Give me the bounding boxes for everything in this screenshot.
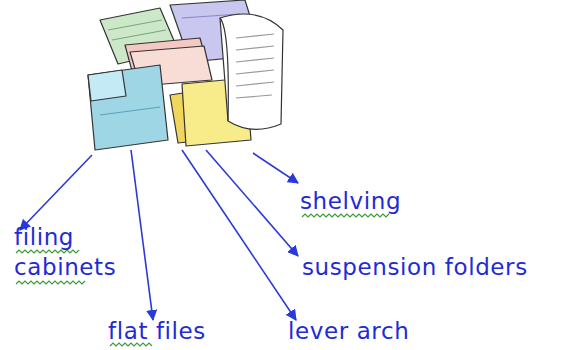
item-label: flat files [108,316,268,346]
leader-arrow [206,150,298,256]
item-label: filing cabinets [14,222,109,282]
leader-arrow [20,155,92,230]
item-label: shelving [300,186,500,216]
paper-pile [88,0,283,150]
item-label: lever arch [288,316,448,346]
leader-arrow [131,150,153,320]
item-label: suspension folders [302,252,577,282]
leader-arrow [253,153,298,183]
